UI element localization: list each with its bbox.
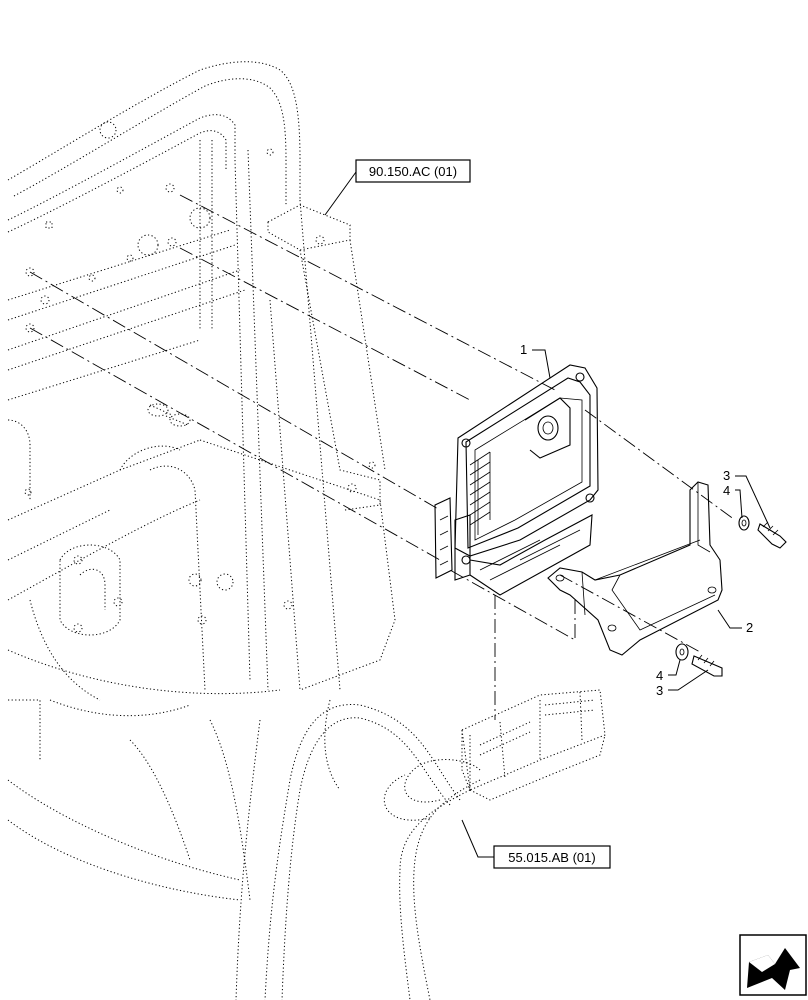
next-page-arrow-icon[interactable] <box>739 934 807 996</box>
callout-bolt-lower: 3 <box>656 683 663 698</box>
reference-top-label: 90.150.AC (01) <box>369 164 457 179</box>
cab-frame-phantom <box>7 61 396 901</box>
callout-ecu: 1 <box>520 342 527 357</box>
mounting-bracket <box>547 481 723 656</box>
callout-washer-upper: 4 <box>723 483 730 498</box>
hardware-lower <box>675 643 723 677</box>
reference-top[interactable]: 90.150.AC (01) <box>355 159 471 183</box>
ecu-module <box>434 364 599 596</box>
callout-washer-lower: 4 <box>656 668 663 683</box>
callout-bolt-upper: 3 <box>723 468 730 483</box>
harness-connector <box>461 689 606 801</box>
reference-bottom[interactable]: 55.015.AB (01) <box>493 845 611 869</box>
assembly-centerlines <box>29 194 736 720</box>
reference-bottom-label: 55.015.AB (01) <box>508 850 595 865</box>
callout-bracket: 2 <box>746 620 753 635</box>
leader-lines <box>324 171 771 858</box>
harness-phantom <box>235 699 481 1000</box>
hardware-upper <box>738 515 787 549</box>
